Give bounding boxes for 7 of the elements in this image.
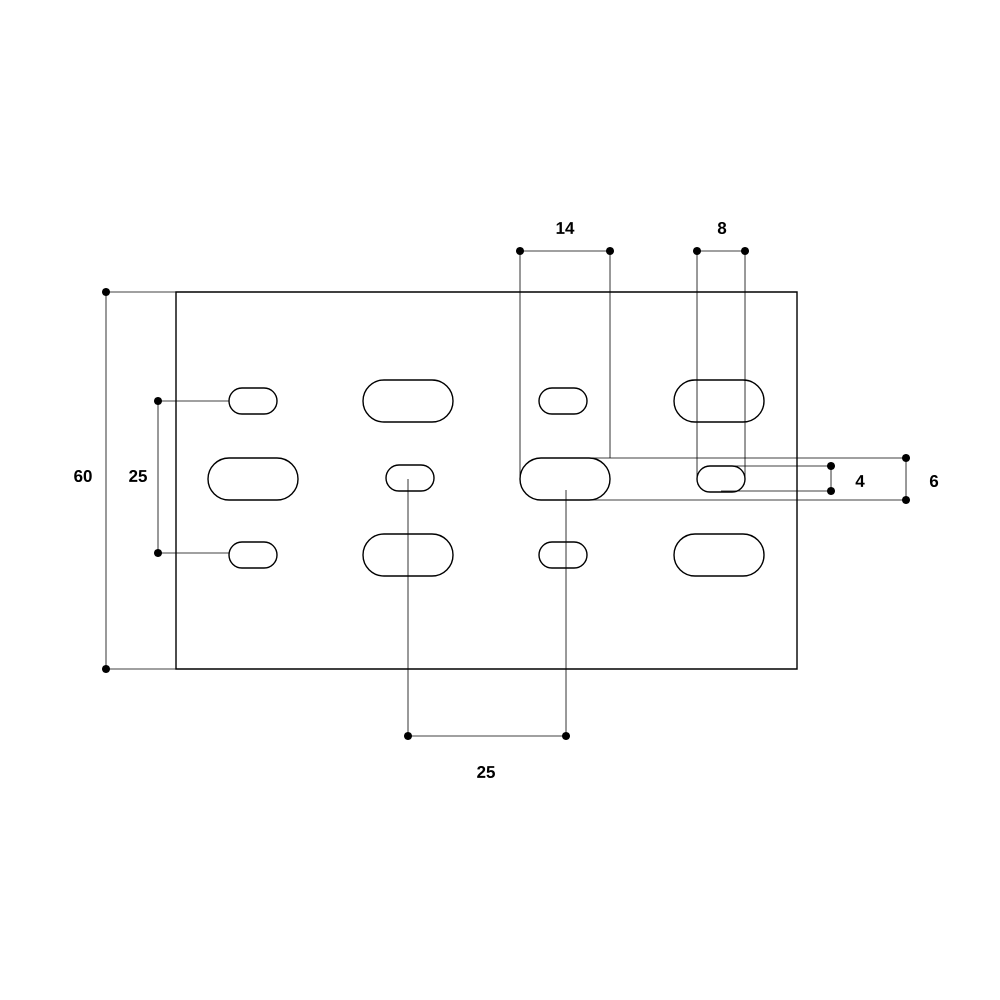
dimension-label: 25: [129, 470, 147, 482]
dimension-label: 25: [477, 766, 495, 778]
dimension-label: 60: [74, 470, 92, 482]
dimension-label: 8: [718, 222, 726, 234]
dimension-label: 6: [930, 475, 938, 487]
dimension-label: 14: [556, 222, 574, 234]
dimension-label: 4: [856, 475, 865, 487]
